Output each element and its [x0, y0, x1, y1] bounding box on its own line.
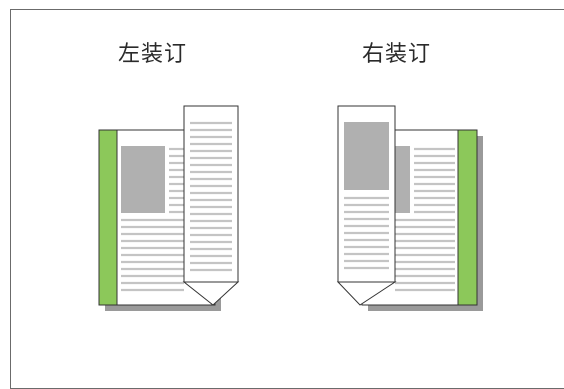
right-binding-strip [457, 129, 478, 306]
right-foldout-text-lines [344, 196, 389, 270]
left-binding-illustration [98, 105, 240, 311]
right-foldout-image-block [344, 122, 389, 190]
left-fold-corner [182, 281, 240, 306]
right-fold-corner [336, 281, 397, 306]
left-binding-strip [98, 129, 118, 306]
left-binding-caption: 左装订 [118, 42, 188, 67]
right-page-image-block [392, 146, 410, 213]
left-page-image-block [121, 146, 165, 213]
left-page-text-lines [121, 147, 184, 292]
right-page-text-lines [395, 147, 455, 292]
right-binding-caption: 右装订 [362, 42, 432, 67]
left-foldout-text-lines [190, 121, 232, 272]
right-binding-illustration [336, 105, 483, 311]
